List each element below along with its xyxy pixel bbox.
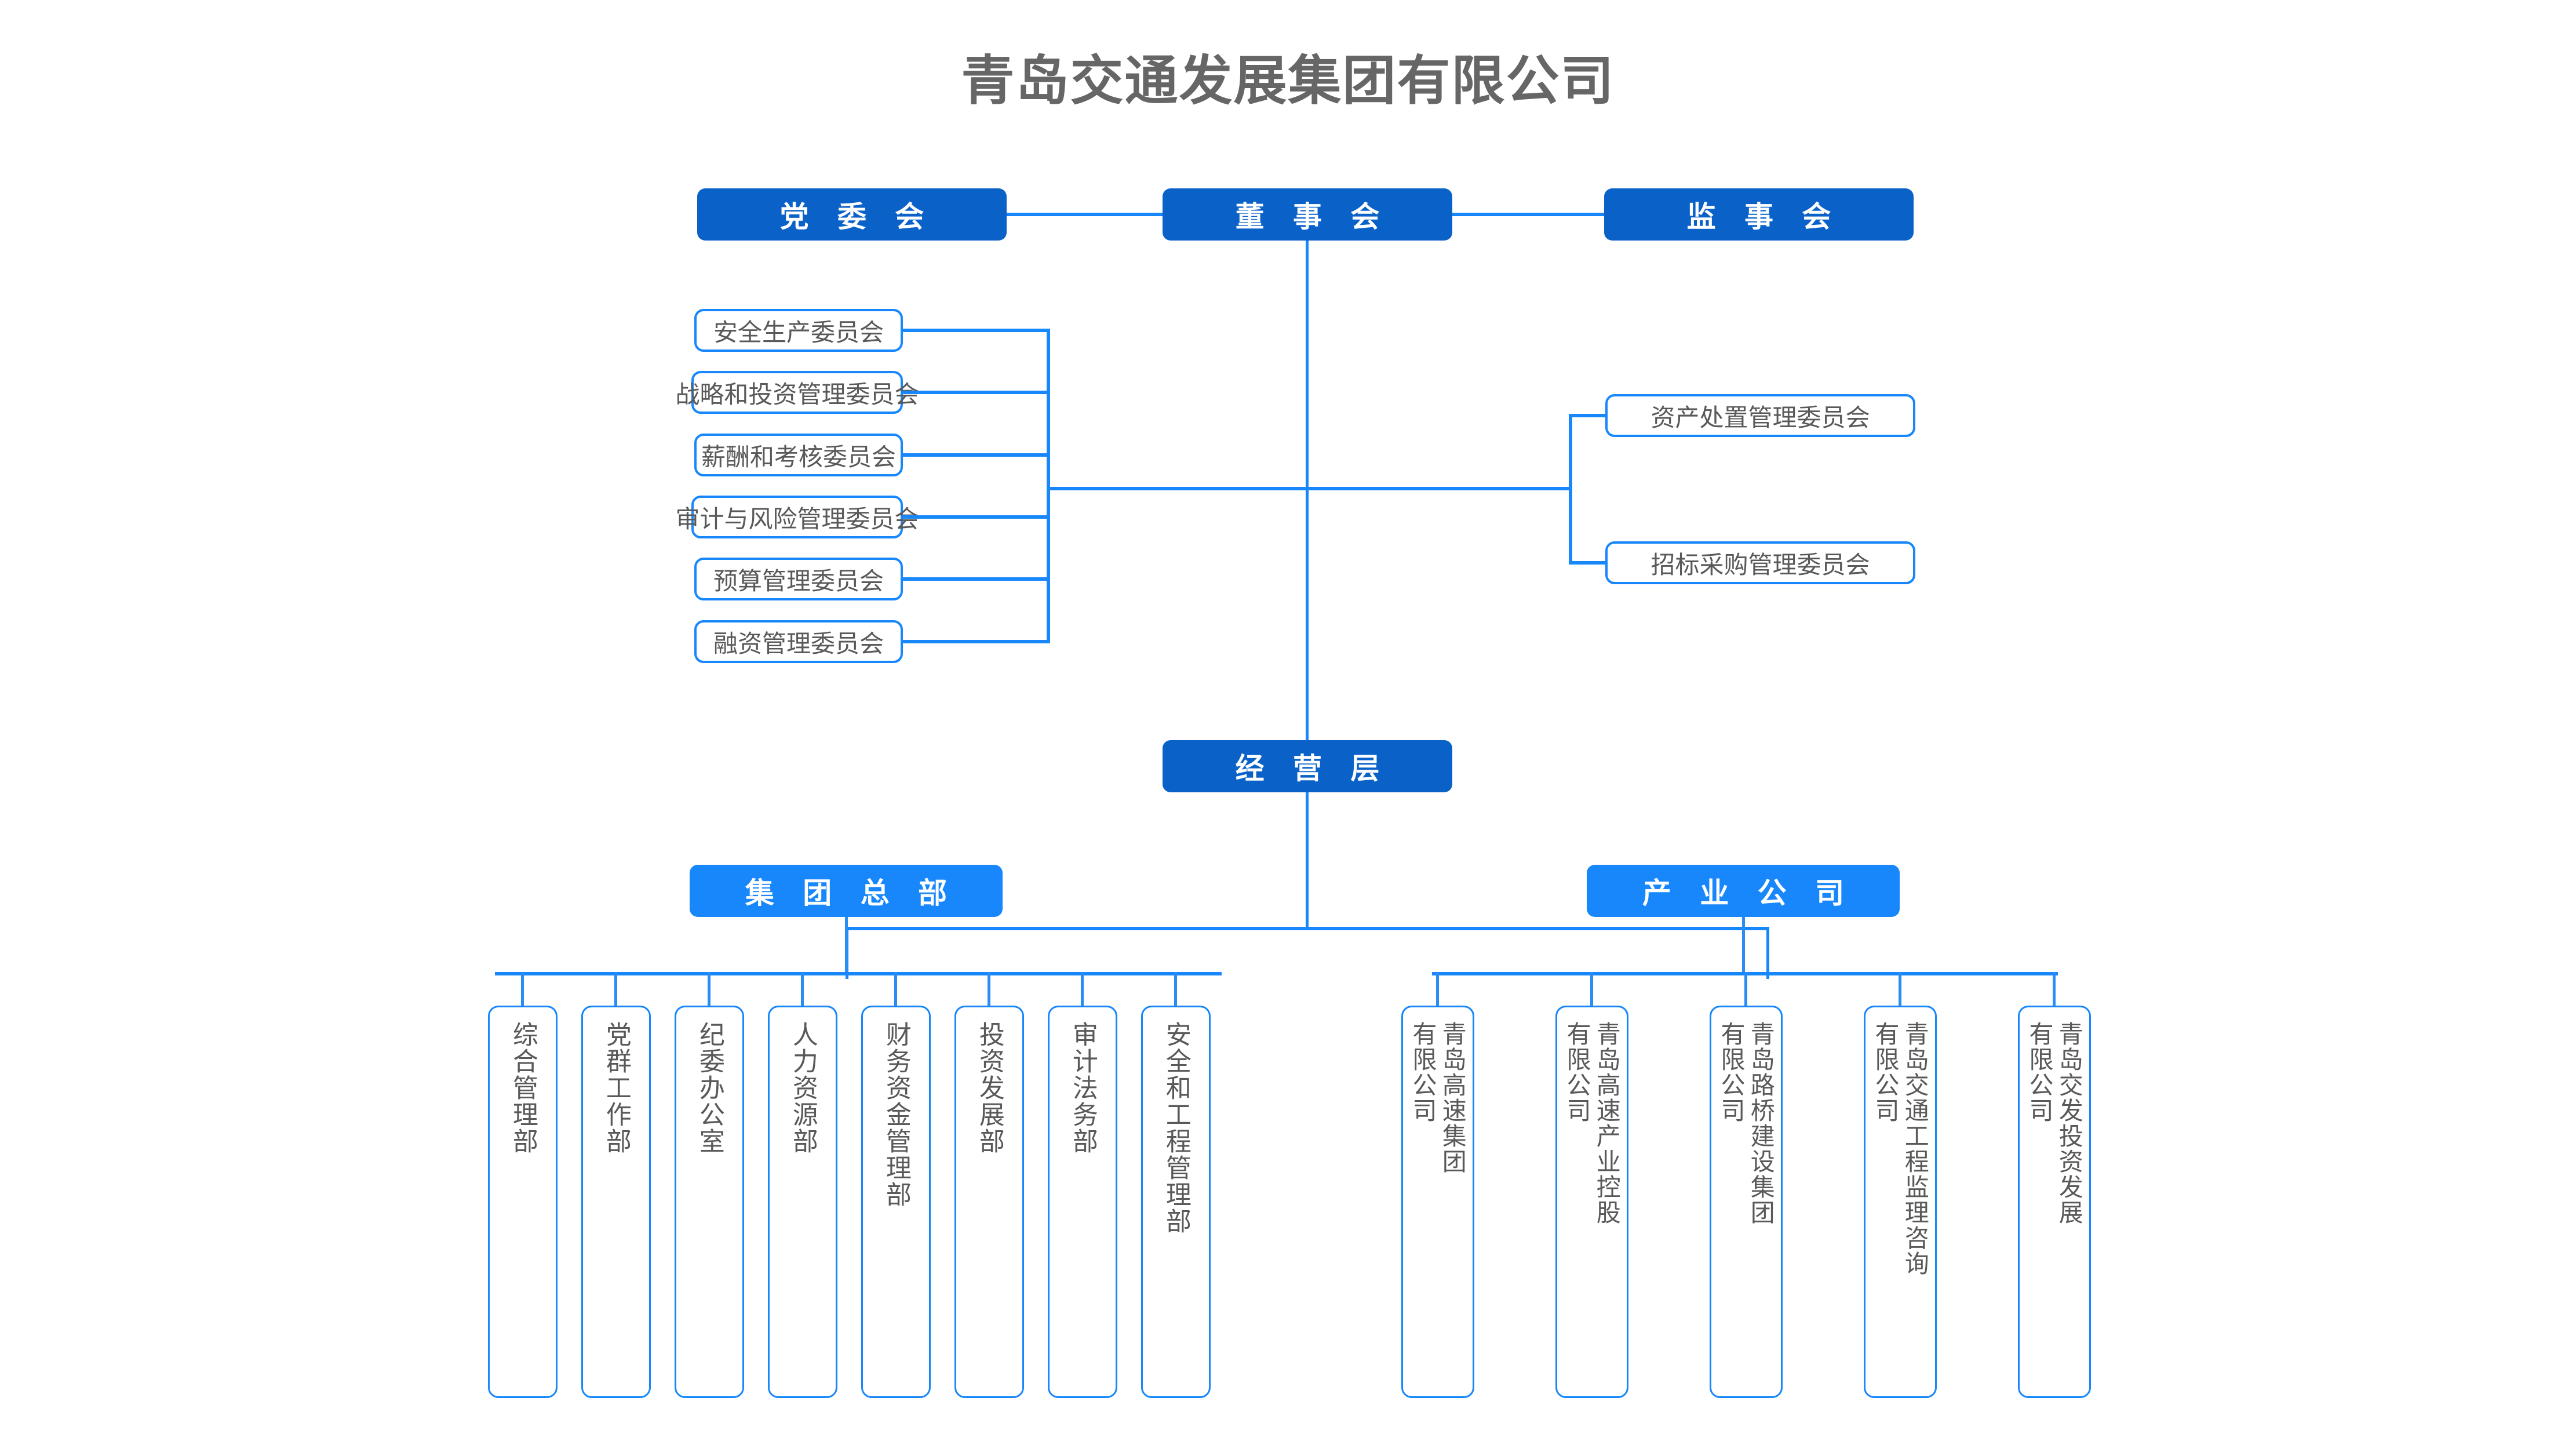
subsidiary-label-1: 青岛高速集团有限公司 [1409,1021,1467,1174]
department-box-1[interactable]: 综合管理部 [488,1006,558,1398]
connector-subsidiary-drop-3 [1744,972,1747,1007]
department-label-7: 审计法务部 [1067,1021,1098,1155]
connector-subsidiary-drop-5 [2053,972,2056,1007]
connector-department-drop-1 [521,972,524,1007]
committee-box-3[interactable]: 薪酬和考核委员会 [694,434,903,476]
subsidiary-box-3[interactable]: 青岛路桥建设集团有限公司 [1710,1006,1783,1398]
department-label-5: 财务资金管理部 [881,1021,911,1208]
department-box-6[interactable]: 投资发展部 [954,1006,1024,1398]
department-box-3[interactable]: 纪委办公室 [675,1006,744,1398]
subsidiary-box-4[interactable]: 青岛交通工程监理咨询有限公司 [1864,1006,1937,1398]
committee-box-1[interactable]: 安全生产委员会 [694,309,903,352]
connector-subsidiary-drop-1 [1436,972,1439,1007]
department-label-3: 纪委办公室 [694,1021,724,1155]
connector-subsidiary-drop-2 [1590,972,1593,1007]
right-committee-box-2[interactable]: 招标采购管理委员会 [1605,541,1915,584]
department-box-4[interactable]: 人力资源部 [768,1006,837,1398]
connector-drop-industry [1766,927,1769,979]
node-board-of-supervisors[interactable]: 监 事 会 [1604,188,1914,241]
connector-right-committee-stub-2 [1569,561,1607,565]
connector-committee-stub-4 [902,515,1050,519]
connector-department-drop-8 [1174,972,1177,1007]
connector-operating-split-bus [846,927,1769,930]
connector-department-bus [495,972,1222,975]
connector-committee-bus [1047,487,1572,490]
connector-hq-spine [845,917,848,974]
connector-committee-stub-3 [902,453,1050,457]
connector-committee-stub-6 [902,640,1050,643]
connector-right-committee-stub-1 [1569,414,1607,417]
department-label-1: 综合管理部 [508,1021,538,1155]
connector-committee-stub-2 [902,391,1050,394]
node-board-of-directors[interactable]: 董 事 会 [1163,188,1452,241]
subsidiary-box-1[interactable]: 青岛高速集团有限公司 [1401,1006,1474,1398]
connector-committee-stub-5 [902,577,1050,581]
department-box-5[interactable]: 财务资金管理部 [861,1006,931,1398]
node-party-committee[interactable]: 党 委 会 [697,188,1007,241]
subsidiary-label-4: 青岛交通工程监理咨询有限公司 [1871,1021,1930,1276]
subsidiary-box-2[interactable]: 青岛高速产业控股有限公司 [1555,1006,1628,1398]
department-box-7[interactable]: 审计法务部 [1048,1006,1117,1398]
connector-department-drop-2 [614,972,617,1007]
connector-department-drop-5 [894,972,897,1007]
connector-committee-trunk-left [1047,329,1050,643]
department-box-8[interactable]: 安全和工程管理部 [1141,1006,1211,1398]
department-box-2[interactable]: 党群工作部 [581,1006,651,1398]
committee-box-6[interactable]: 融资管理委员会 [694,620,903,663]
subsidiary-label-3: 青岛路桥建设集团有限公司 [1717,1021,1776,1225]
connector-operating-to-bus [1306,792,1309,929]
connector-board-to-supervisors [1452,213,1604,216]
node-group-headquarters[interactable]: 集 团 总 部 [690,865,1003,917]
connector-department-drop-7 [1081,972,1084,1007]
connector-board-spine [1306,241,1309,740]
subsidiary-label-2: 青岛高速产业控股有限公司 [1563,1021,1622,1225]
committee-box-5[interactable]: 预算管理委员会 [694,558,903,600]
connector-industry-spine [1742,917,1745,974]
department-label-4: 人力资源部 [788,1021,818,1155]
connector-department-drop-4 [801,972,804,1007]
connector-committee-stub-1 [902,329,1050,332]
right-committee-box-1[interactable]: 资产处置管理委员会 [1605,394,1915,437]
department-label-6: 投资发展部 [974,1021,1004,1155]
department-label-8: 安全和工程管理部 [1161,1021,1191,1235]
department-label-2: 党群工作部 [601,1021,631,1155]
node-operating-layer[interactable]: 经 营 层 [1163,740,1452,792]
committee-box-4[interactable]: 审计与风险管理委员会 [676,496,919,538]
subsidiary-label-5: 青岛交发投资发展有限公司 [2025,1021,2084,1225]
subsidiary-box-5[interactable]: 青岛交发投资发展有限公司 [2018,1006,2091,1398]
connector-department-drop-3 [708,972,711,1007]
connector-party-to-board [1007,213,1163,216]
page-title: 青岛交通发展集团有限公司 [961,50,1615,112]
connector-subsidiary-drop-4 [1899,972,1901,1007]
node-industry-companies[interactable]: 产 业 公 司 [1587,865,1900,917]
committee-box-2[interactable]: 战略和投资管理委员会 [676,371,919,414]
connector-department-drop-6 [988,972,990,1007]
